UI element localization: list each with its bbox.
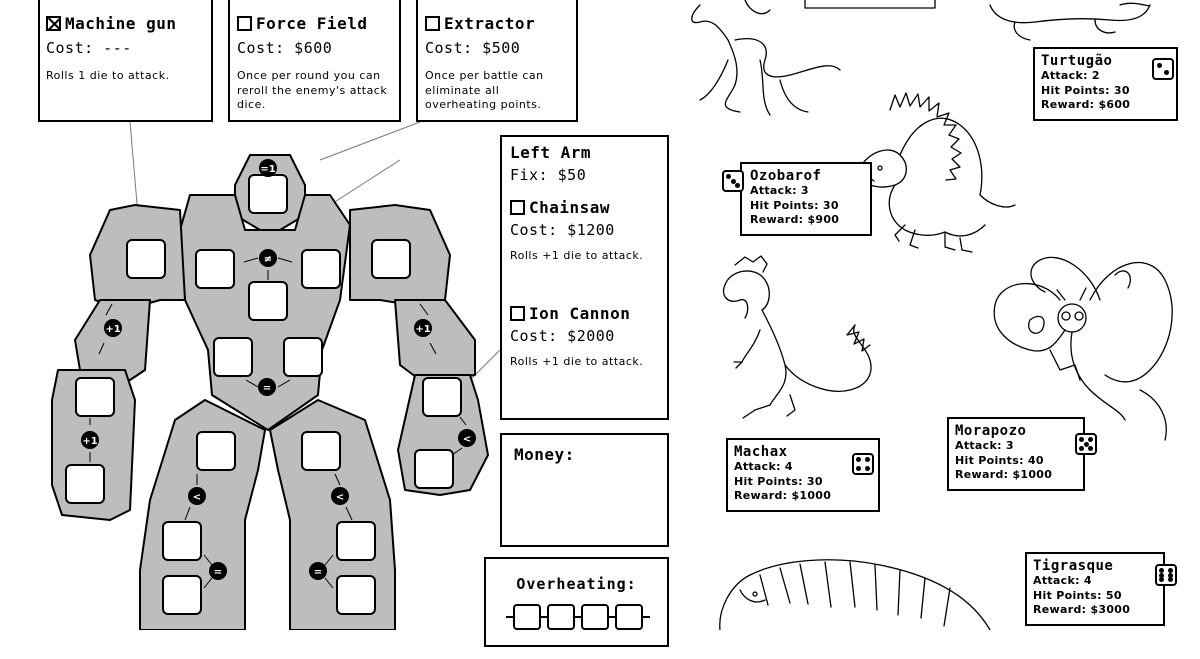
symbol-token bbox=[258, 378, 276, 396]
symbol-token bbox=[309, 562, 327, 580]
symbol-token-label: = bbox=[214, 567, 222, 578]
monster-name: Tigrasque bbox=[1033, 558, 1114, 574]
monster-reward: Reward: $1000 bbox=[734, 489, 832, 502]
monster-hit-points: Hit Points: 40 bbox=[955, 453, 1044, 467]
checkbox-chainsaw[interactable] bbox=[510, 200, 525, 215]
monster-reward: Reward: $900 bbox=[750, 213, 840, 226]
upgrade-name: Extractor bbox=[444, 14, 536, 33]
die-six-icon bbox=[1155, 564, 1177, 586]
checkbox-ion-cannon[interactable] bbox=[510, 305, 525, 321]
monster-name: Morapozo bbox=[955, 423, 1027, 439]
symbol-token bbox=[458, 429, 476, 447]
die-two-icon bbox=[1152, 58, 1174, 80]
upgrade-cost: Cost: $600 bbox=[237, 39, 333, 57]
monster-card-machax: Machax Attack: 4 Hit Points: 30 Reward: … bbox=[726, 438, 880, 512]
monster-card-turtugao: Turtugão Attack: 2 Hit Points: 30 Reward… bbox=[1033, 47, 1178, 121]
overheat-slot[interactable] bbox=[547, 604, 575, 630]
monster-reward: Reward: $600 bbox=[1041, 98, 1131, 111]
monster-attack: Attack: 4 bbox=[734, 460, 793, 473]
monster-name: Ozobarof bbox=[750, 168, 822, 184]
monster-name: Turtugão bbox=[1041, 53, 1113, 69]
monster-attack: Attack: 3 bbox=[750, 184, 809, 197]
morapozo-icon bbox=[993, 256, 1173, 441]
upgrade-cost: Cost: $2000 bbox=[510, 326, 615, 345]
monster-attack: Attack: 4 bbox=[1033, 574, 1092, 587]
die-four-icon bbox=[852, 453, 874, 475]
overheating-track bbox=[506, 604, 650, 630]
symbol-token-label: =1 bbox=[260, 164, 275, 175]
robot-arrows bbox=[89, 257, 467, 589]
upgrade-name: Force Field bbox=[256, 14, 368, 33]
monster-hit-points: Hit Points: 30 bbox=[750, 198, 839, 212]
checkbox-force-field[interactable] bbox=[237, 16, 252, 31]
symbol-token bbox=[414, 319, 432, 337]
monster-attack: Attack: 3 bbox=[955, 439, 1014, 452]
symbol-token-label: < bbox=[463, 434, 471, 445]
monster-attack: Attack: 2 bbox=[1041, 69, 1100, 82]
monster-card-tigrasque: Tigrasque Attack: 4 Hit Points: 50 Rewar… bbox=[1025, 552, 1177, 626]
symbol-token-label: +1 bbox=[82, 436, 97, 447]
overheat-slot[interactable] bbox=[513, 604, 541, 630]
symbol-token-label: ≠ bbox=[264, 254, 272, 265]
monster-hit-points: Hit Points: 50 bbox=[1033, 588, 1122, 602]
upgrade-cost: Cost: --- bbox=[46, 39, 132, 57]
upgrade-card-extractor: Extractor Cost: $500 Once per battle can… bbox=[416, 0, 578, 122]
overheat-slot[interactable] bbox=[581, 604, 609, 630]
left-arm-fix-cost: Fix: $50 bbox=[510, 166, 587, 184]
monster-hit-points: Hit Points: 30 bbox=[734, 474, 823, 488]
robot-symbol-tokens: =1 ≠ +1 +1 +1 = < < = = < bbox=[81, 159, 476, 580]
money-box[interactable]: Money: bbox=[500, 433, 669, 547]
checkbox-extractor[interactable] bbox=[425, 16, 440, 31]
symbol-token bbox=[188, 487, 206, 505]
creature-top-left-icon bbox=[691, 0, 936, 116]
symbol-token-label: = bbox=[263, 383, 271, 394]
monster-reward: Reward: $1000 bbox=[955, 468, 1053, 481]
machax-icon bbox=[722, 255, 872, 419]
symbol-token bbox=[331, 487, 349, 505]
upgrade-name: Machine gun bbox=[65, 14, 177, 33]
overheating-box: Overheating: bbox=[484, 557, 669, 647]
left-arm-panel: Left Arm Fix: $50 Chainsaw Cost: $1200 R… bbox=[500, 135, 669, 420]
upgrade-desc: Once per round you can reroll the enemy'… bbox=[237, 69, 388, 111]
monster-name: Machax bbox=[734, 444, 788, 460]
upgrade-cost: Cost: $1200 bbox=[510, 221, 615, 239]
die-three-icon bbox=[722, 170, 744, 192]
left-arm-title: Left Arm bbox=[510, 143, 592, 162]
symbol-token-label: < bbox=[193, 492, 201, 503]
symbol-token-label: < bbox=[336, 492, 344, 503]
symbol-token bbox=[259, 159, 277, 177]
symbol-token-label: = bbox=[314, 567, 322, 578]
overheat-slot[interactable] bbox=[615, 604, 643, 630]
ozobarof-icon bbox=[857, 92, 1016, 253]
upgrade-cost: Cost: $500 bbox=[425, 39, 521, 57]
robot-diagram: =1 ≠ +1 +1 +1 = < < = = < bbox=[51, 121, 501, 630]
connector-lines bbox=[129, 121, 501, 379]
symbol-token-label: +1 bbox=[415, 324, 430, 335]
upgrade-desc: Rolls +1 die to attack. bbox=[510, 249, 644, 262]
upgrade-card-force-field: Force Field Cost: $600 Once per round yo… bbox=[228, 0, 401, 122]
overheating-label: Overheating: bbox=[516, 575, 637, 593]
turtle-icon bbox=[989, 2, 1151, 41]
upgrade-name: Ion Cannon bbox=[529, 303, 631, 323]
symbol-token-label: +1 bbox=[105, 324, 120, 335]
upgrade-desc: Rolls +1 die to attack. bbox=[510, 354, 644, 368]
tigrasque-icon bbox=[719, 559, 991, 630]
money-label: Money: bbox=[514, 445, 575, 464]
upgrade-desc: Rolls 1 die to attack. bbox=[46, 69, 170, 82]
checkbox-machine-gun[interactable] bbox=[46, 16, 61, 31]
upgrade-desc: Once per battle can eliminate all overhe… bbox=[425, 69, 544, 111]
monster-hit-points: Hit Points: 30 bbox=[1041, 83, 1130, 97]
die-five-icon bbox=[1075, 433, 1097, 455]
monster-reward: Reward: $3000 bbox=[1033, 603, 1131, 616]
symbol-token bbox=[104, 319, 122, 337]
monster-card-morapozo: Morapozo Attack: 3 Hit Points: 40 Reward… bbox=[947, 417, 1097, 491]
symbol-token bbox=[209, 562, 227, 580]
robot-slots bbox=[65, 174, 462, 615]
symbol-token bbox=[81, 431, 99, 449]
symbol-token bbox=[259, 249, 277, 267]
upgrade-name: Chainsaw bbox=[529, 198, 611, 217]
upgrade-card-machine-gun: Machine gun Cost: --- Rolls 1 die to att… bbox=[38, 0, 213, 122]
monster-card-ozobarof: Ozobarof Attack: 3 Hit Points: 30 Reward… bbox=[740, 162, 872, 236]
